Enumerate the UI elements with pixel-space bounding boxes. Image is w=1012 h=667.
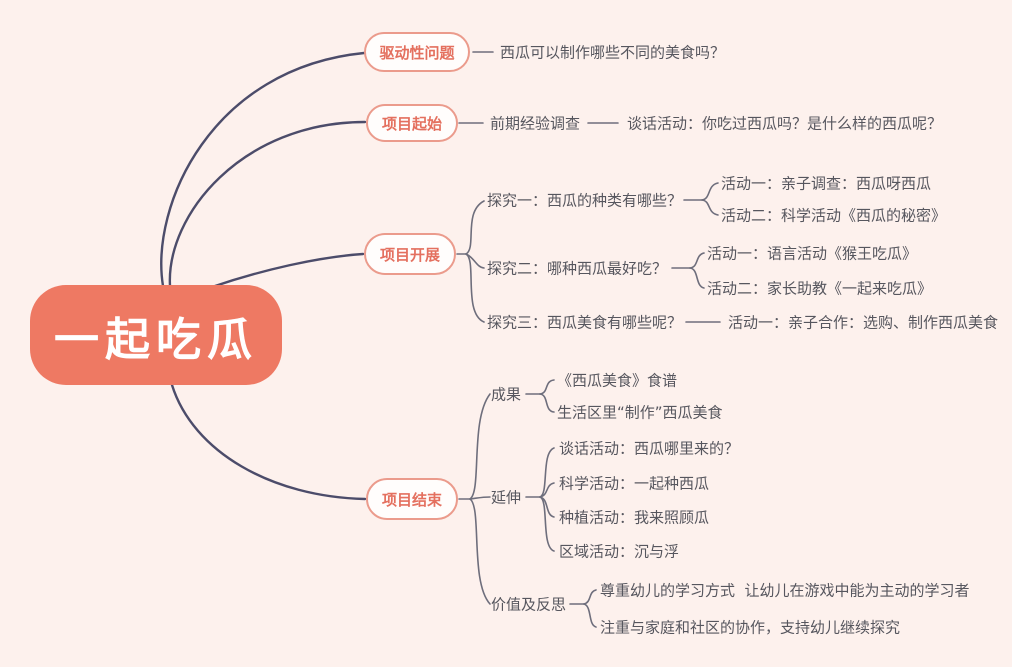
activity-language-monkey-king: 活动一：语言活动《猴王吃瓜》 bbox=[707, 244, 918, 263]
branch-project-end: 项目结束 bbox=[366, 478, 458, 520]
activity-science-watermelon-secret: 活动二：科学活动《西瓜的秘密》 bbox=[721, 206, 947, 225]
curve-root-to-project-start bbox=[168, 120, 367, 288]
topic-extension: 延伸 bbox=[491, 488, 522, 507]
branch-project-development: 项目开展 bbox=[364, 233, 456, 275]
curve-root-to-driving-question bbox=[160, 51, 366, 288]
reflection-family-community-cooperation: 注重与家庭和社区的协作，支持幼儿继续探究 bbox=[600, 618, 901, 637]
topic-inquiry-2: 探究二：哪种西瓜最好吃？ bbox=[487, 259, 668, 278]
activity-parent-teaching: 活动二：家长助教《一起来吃瓜》 bbox=[707, 279, 933, 298]
extension-talk-where-from: 谈话活动：西瓜哪里来的？ bbox=[559, 439, 740, 458]
curve-root-to-project-development bbox=[210, 252, 365, 289]
extension-area-sink-float: 区域活动：沉与浮 bbox=[559, 542, 680, 561]
topic-driving-question-text: 西瓜可以制作哪些不同的美食吗？ bbox=[500, 43, 726, 62]
branch-project-start: 项目起始 bbox=[366, 104, 458, 142]
topic-results: 成果 bbox=[491, 385, 522, 404]
topic-early-experience-survey: 前期经验调查 bbox=[490, 114, 581, 133]
branch-project-start-label: 项目起始 bbox=[381, 114, 442, 133]
activity-parent-child-cooperation: 活动一：亲子合作：选购、制作西瓜美食 bbox=[728, 313, 999, 332]
curve-root-to-project-end bbox=[170, 383, 367, 501]
branch-project-end-label: 项目结束 bbox=[381, 490, 442, 509]
result-living-area-making: 生活区里“制作”西瓜美食 bbox=[557, 403, 723, 422]
extension-planting-care: 种植活动：我来照顾瓜 bbox=[559, 508, 710, 527]
branch-driving-question-label: 驱动性问题 bbox=[379, 43, 455, 62]
reflection-respect-learning-style: 尊重幼儿的学习方式 让幼儿在游戏中能为主动的学习者 bbox=[600, 581, 970, 600]
branch-project-development-label: 项目开展 bbox=[379, 245, 440, 264]
branch-driving-question: 驱动性问题 bbox=[364, 32, 470, 72]
result-recipe-book: 《西瓜美食》食谱 bbox=[557, 371, 678, 390]
root-node-label: 一起吃瓜 bbox=[53, 312, 258, 366]
extension-science-planting: 科学活动：一起种西瓜 bbox=[559, 474, 710, 493]
activity-talk-have-you-eaten-watermelon: 谈话活动：你吃过西瓜吗？是什么样的西瓜呢？ bbox=[627, 114, 943, 133]
topic-inquiry-1: 探究一：西瓜的种类有哪些？ bbox=[487, 191, 683, 210]
root-node: 一起吃瓜 bbox=[30, 285, 282, 385]
activity-parent-child-survey: 活动一：亲子调查：西瓜呀西瓜 bbox=[721, 174, 932, 193]
topic-value-and-reflection: 价值及反思 bbox=[491, 595, 567, 614]
topic-inquiry-3: 探究三：西瓜美食有哪些呢？ bbox=[487, 313, 683, 332]
